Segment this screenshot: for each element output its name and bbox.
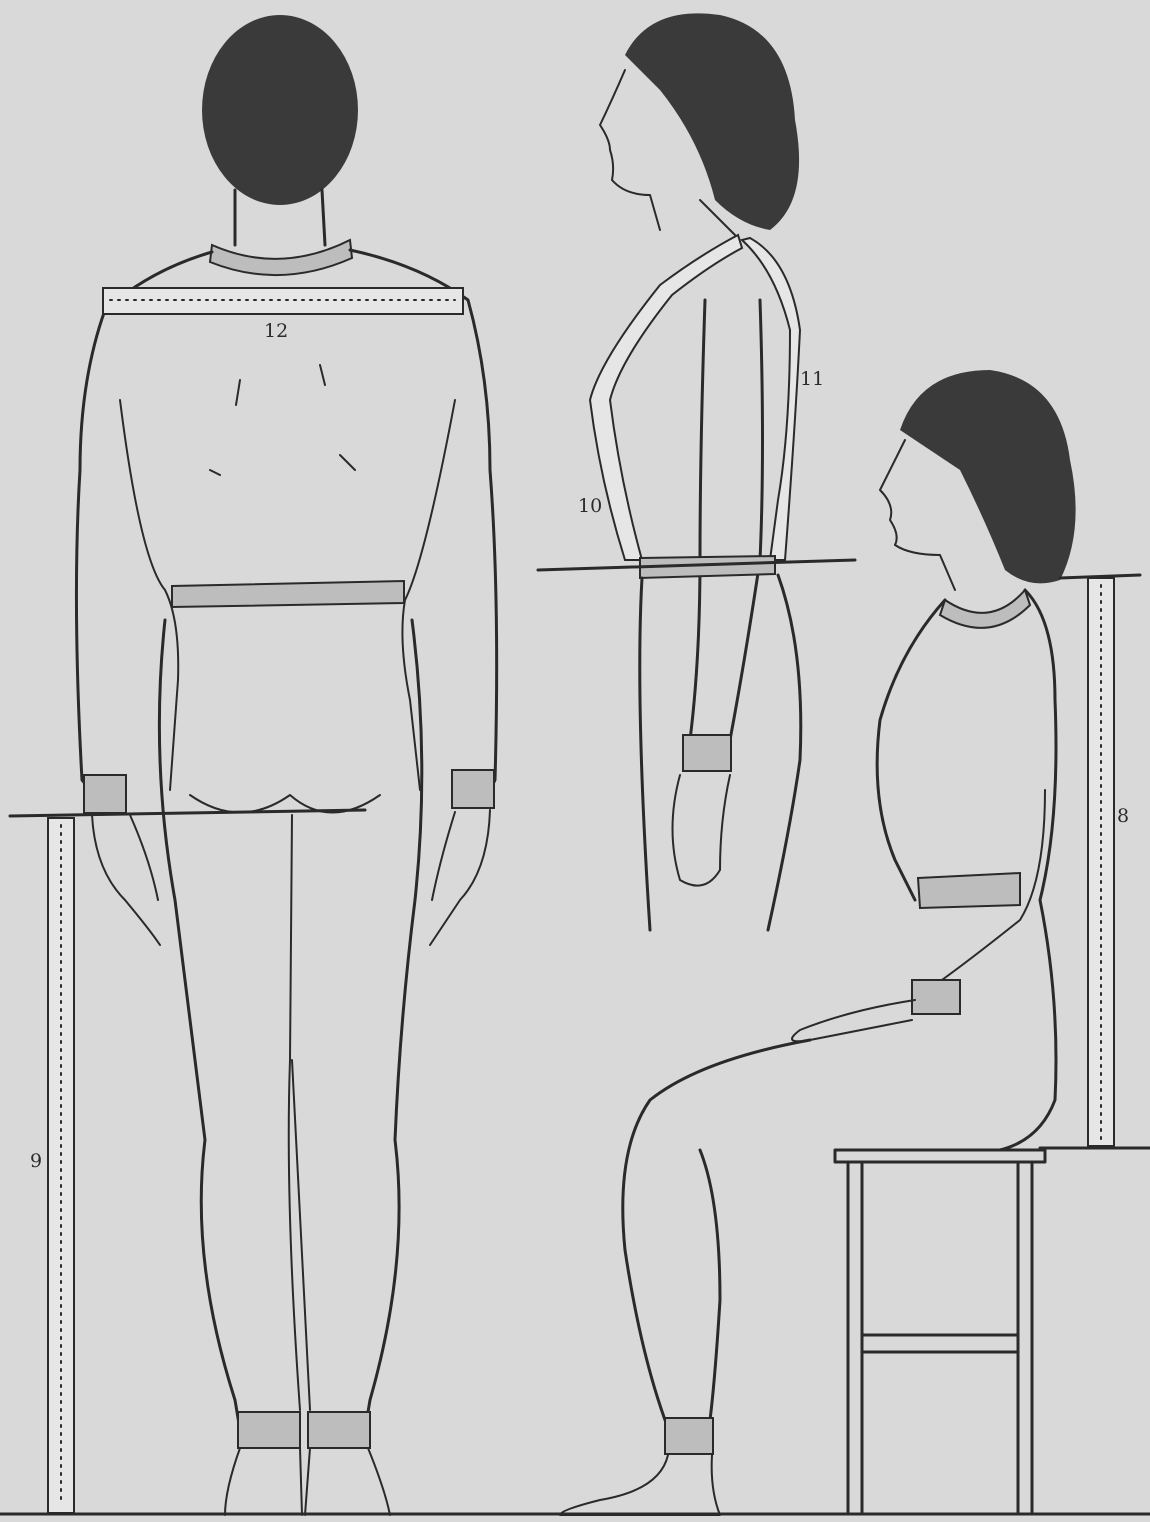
seated-woman-cuff xyxy=(912,980,960,1014)
man-head xyxy=(202,15,358,205)
man-left-ankle-band xyxy=(238,1412,300,1448)
seated-woman-waistband xyxy=(918,873,1020,908)
label-shoulder-width: 12 xyxy=(264,322,288,341)
label-neck-to-waist-front: 10 xyxy=(578,497,602,516)
man-right-cuff xyxy=(452,770,494,808)
label-shoulder-to-waist-back: 11 xyxy=(800,370,824,389)
shoulder-measuring-tape xyxy=(103,288,463,314)
seated-woman-ankle-band xyxy=(665,1418,713,1454)
man-right-ankle-band xyxy=(308,1412,370,1448)
man-waistband xyxy=(172,581,404,607)
standing-woman-cuff xyxy=(683,735,731,771)
label-waist-height: 9 xyxy=(30,1152,42,1171)
seated-height-ruler xyxy=(1088,578,1114,1146)
man-left-cuff xyxy=(84,775,126,813)
label-seated-height: 8 xyxy=(1117,807,1129,826)
